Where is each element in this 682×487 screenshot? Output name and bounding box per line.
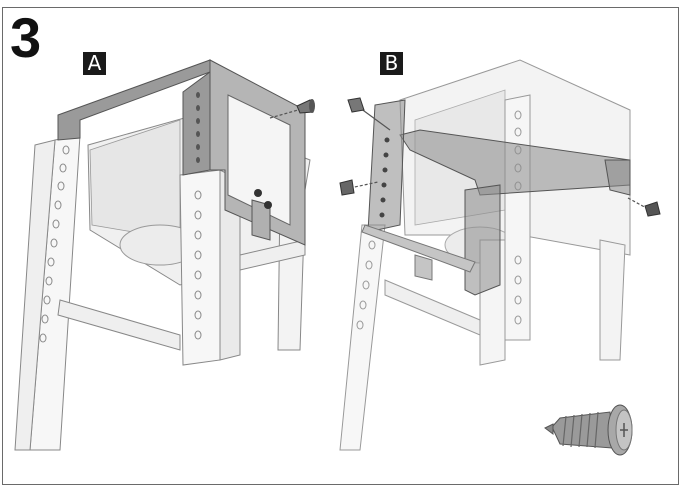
screw-icon (269, 99, 315, 119)
step-number: 3 (10, 6, 42, 69)
panel-b-illustration (339, 59, 661, 451)
screw-icon (627, 197, 661, 217)
panel-label-a: A (83, 52, 106, 75)
self-tapping-screw-icon (544, 404, 633, 456)
panel-a-illustration (14, 59, 315, 451)
mounting-bracket-a (57, 59, 306, 246)
screw-icon (339, 179, 379, 196)
panel-label-b: B (380, 52, 403, 75)
screw-icon (347, 97, 391, 131)
mounting-bracket-b (367, 99, 631, 296)
